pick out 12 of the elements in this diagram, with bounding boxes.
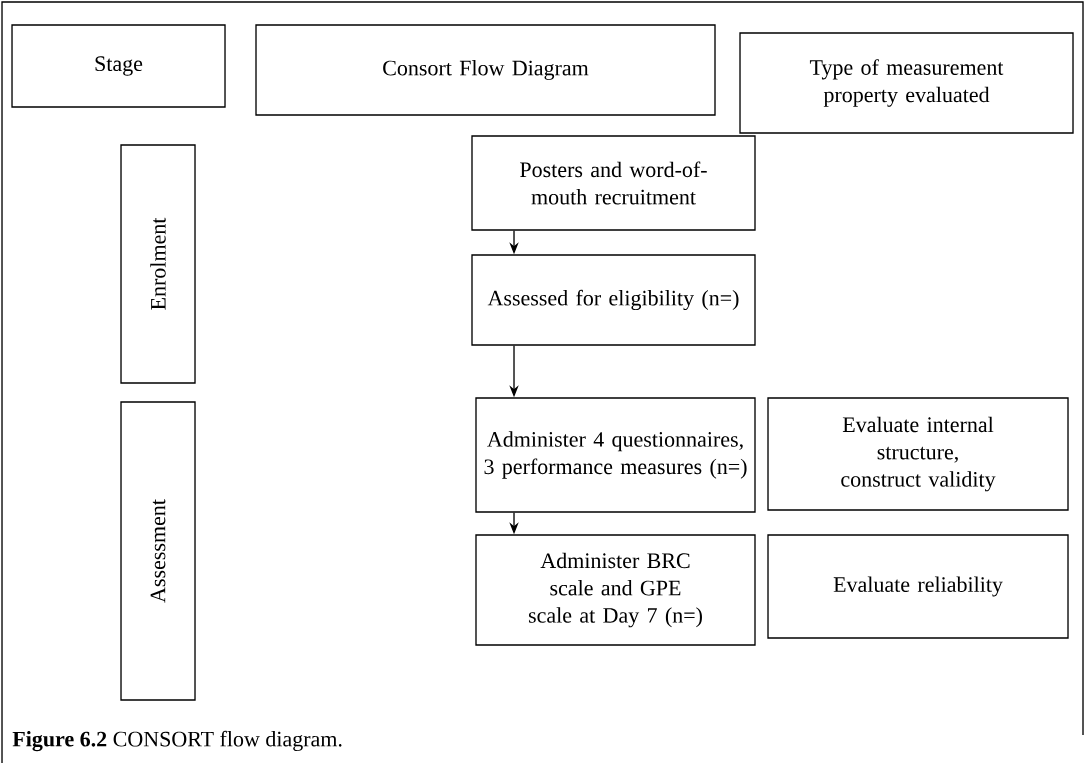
process-box: Assessed for eligibility (n=) [471,254,756,346]
header-box: Type of measurement property evaluated [739,32,1074,134]
process-box: Administer BRC scale and GPE scale at Day 7 (n=) [475,534,756,646]
note-box: Evaluate reliability [767,534,1069,639]
process-box: Administer 4 questionnaires, 3 performance measures (n=) [475,397,756,513]
process-box: Posters and word-of-mouth recruitment [471,135,756,231]
note-box: Evaluate internal structure, construct validity [767,397,1069,511]
header-box: Consort Flow Diagram [255,24,716,116]
stage-box: Assessment [120,401,196,701]
header-box: Stage [11,24,226,108]
caption: Figure 6.2 CONSORT flow diagram. [12,730,342,752]
stage-box: Enrolment [120,144,196,384]
